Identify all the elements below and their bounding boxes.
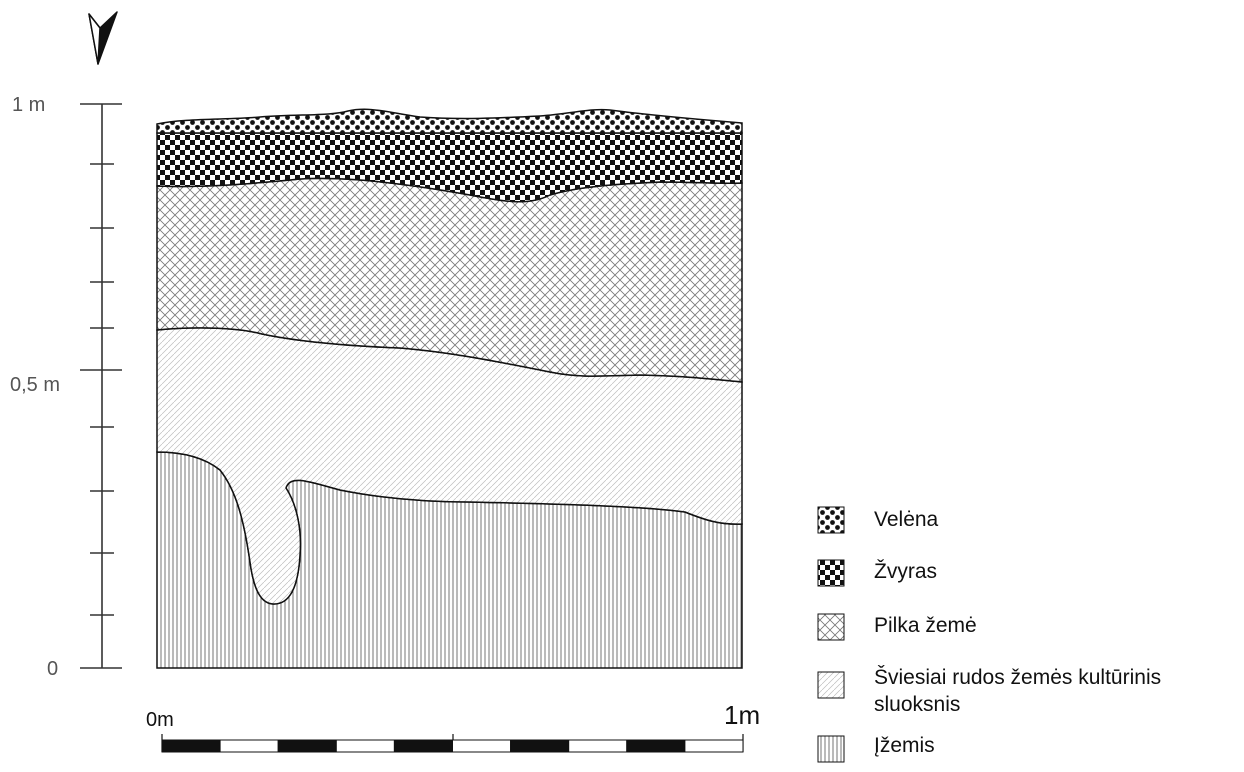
legend-swatch-zvyras (817, 559, 845, 587)
legend-label-pilka-zeme: Pilka žemė (874, 614, 977, 637)
legend-swatch-velena (817, 506, 845, 534)
scale-segment (161, 739, 221, 753)
legend: Velėna Žvyras Pilka žemė Šviesiai rudos … (817, 506, 1161, 763)
scale-end-label: 1m (724, 700, 760, 730)
scale-segment (393, 739, 453, 753)
scale-segment (626, 739, 686, 753)
layer-velena (156, 108, 743, 134)
layer-zvyras (156, 132, 743, 203)
scale-segment (335, 739, 395, 753)
north-arrow-icon (88, 11, 118, 65)
legend-swatch-sviesiai (817, 671, 845, 699)
legend-label-velena: Velėna (874, 508, 939, 531)
depth-axis: 1 m 0,5 m 0 (10, 94, 122, 680)
scale-segment (684, 739, 744, 753)
scale-bar: 0m 1m (146, 700, 760, 753)
legend-item-zvyras: Žvyras (817, 559, 937, 587)
soil-profile (156, 108, 743, 669)
axis-label-bottom: 0 (47, 658, 58, 680)
scale-segment (510, 739, 570, 753)
legend-label-sviesiai-line2: sluoksnis (874, 693, 960, 716)
scale-segment (452, 739, 512, 753)
legend-item-pilka-zeme: Pilka žemė (817, 613, 977, 641)
legend-label-sviesiai-line1: Šviesiai rudos žemės kultūrinis (874, 666, 1161, 689)
axis-label-mid: 0,5 m (10, 374, 60, 396)
legend-item-velena: Velėna (817, 506, 939, 534)
legend-item-sviesiai: Šviesiai rudos žemės kultūrinis sluoksni… (817, 666, 1161, 716)
scale-segment (568, 739, 628, 753)
scale-segment (277, 739, 337, 753)
legend-label-izemis: Įžemis (874, 734, 935, 757)
axis-label-top: 1 m (12, 94, 45, 116)
legend-swatch-izemis (817, 735, 845, 763)
legend-swatch-pilka-zeme (817, 613, 845, 641)
scale-segment (219, 739, 279, 753)
scale-start-label: 0m (146, 709, 174, 731)
legend-item-izemis: Įžemis (817, 734, 935, 763)
legend-label-zvyras: Žvyras (874, 560, 937, 583)
